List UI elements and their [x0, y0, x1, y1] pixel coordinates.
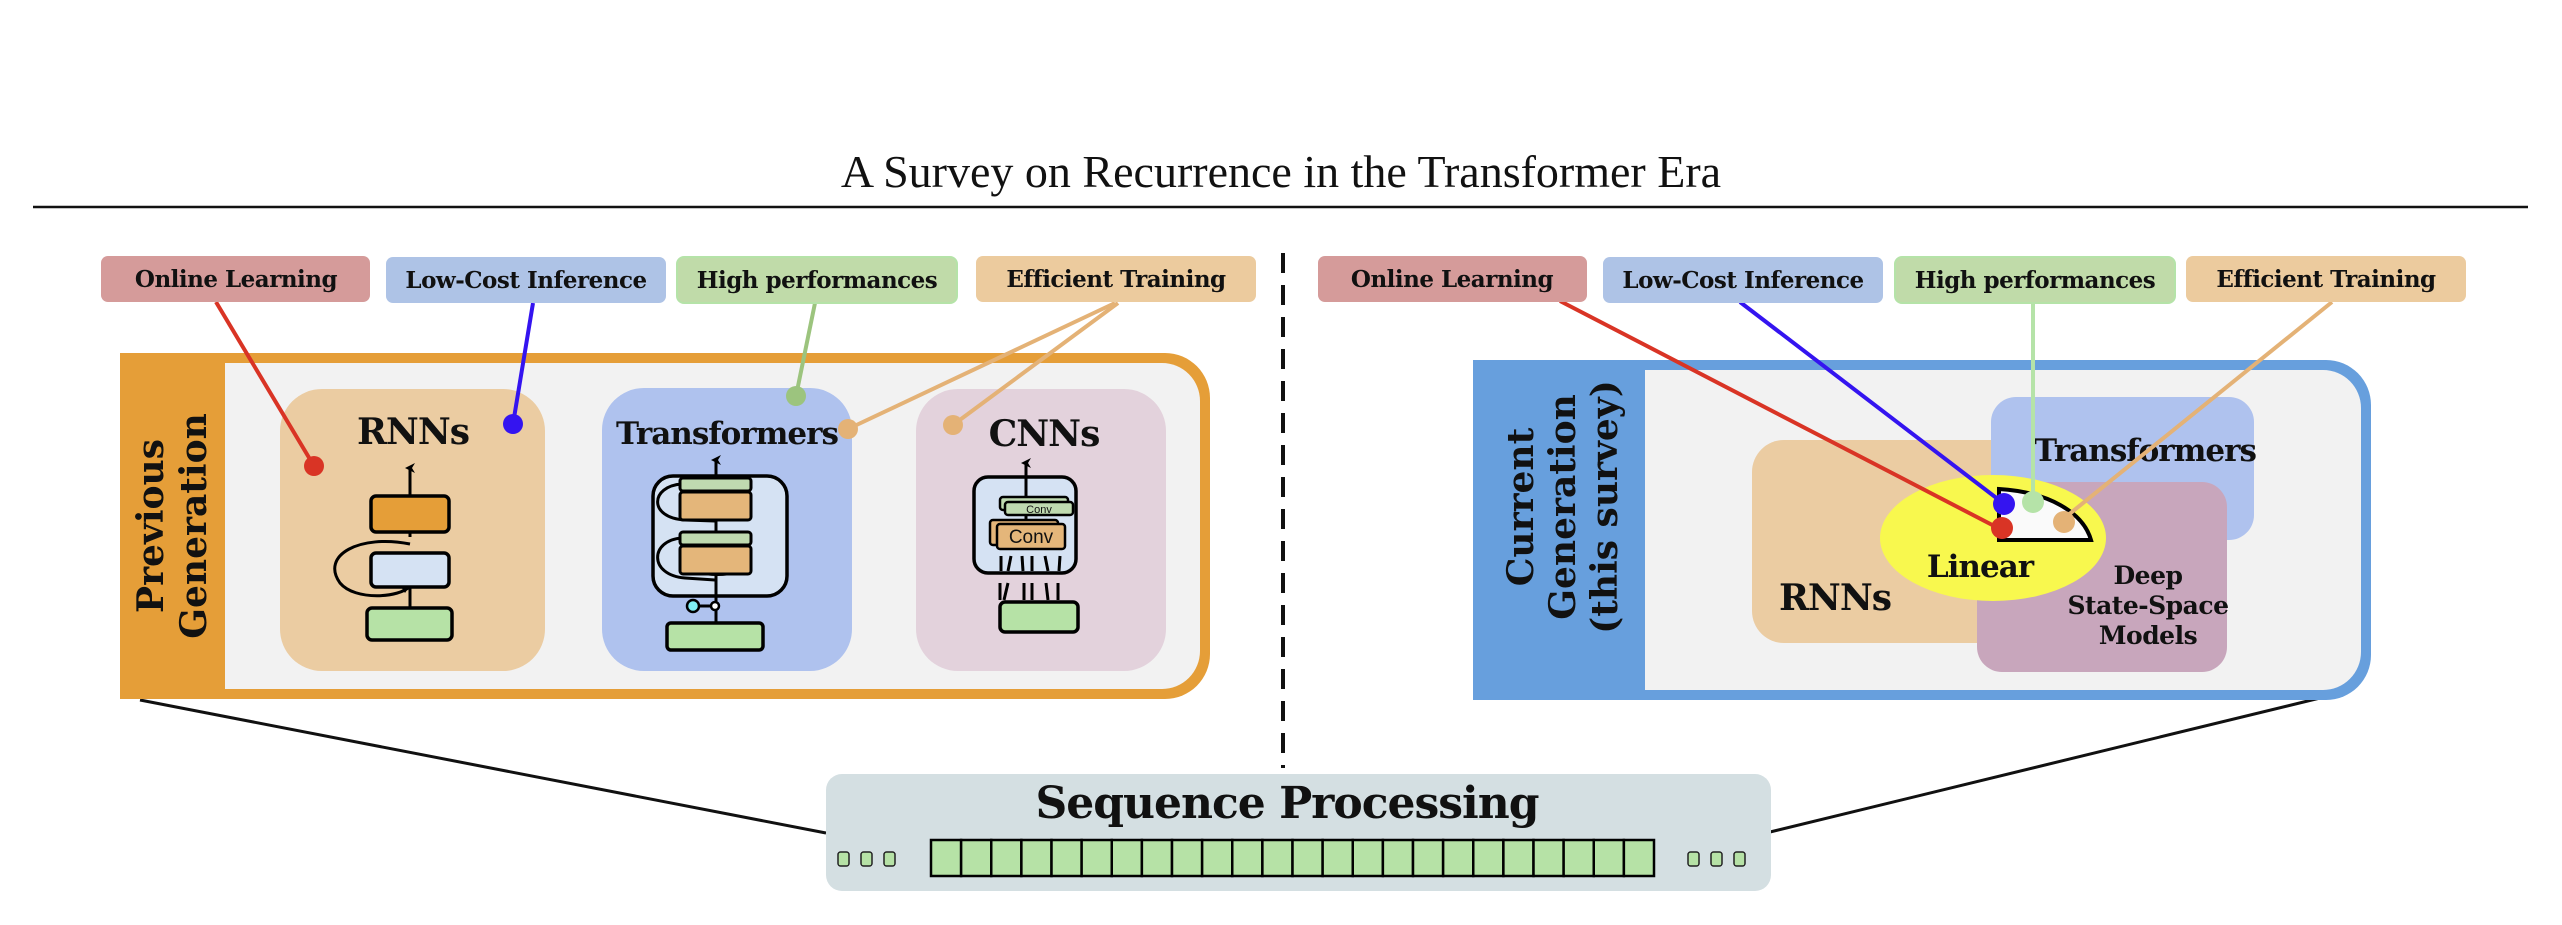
cnn-architecture-icon: Conv Conv — [972, 458, 1080, 634]
ssm-label-line3: Models — [2099, 621, 2198, 650]
tag-efficient-training-left[interactable]: Efficient Training — [976, 256, 1256, 302]
dot-training-right — [2053, 511, 2075, 533]
dot-training-cnns — [943, 415, 963, 435]
sequence-token — [1170, 838, 1204, 878]
ellipsis-dot — [860, 851, 873, 867]
tag-high-performances-left[interactable]: High performances — [676, 256, 958, 304]
connector-training-to-transformers — [847, 301, 1116, 431]
dot-inference-right — [1993, 493, 2015, 515]
model-box-cnns[interactable]: CNNs Conv Conv — [916, 389, 1166, 671]
sequence-token — [1381, 838, 1415, 878]
conv-small-label: Conv — [1026, 504, 1052, 516]
dot-online-learning-left — [304, 456, 324, 476]
connector-online-learning-right — [1559, 299, 2001, 531]
sequence-token — [1261, 838, 1294, 878]
tag-high-performances-right[interactable]: High performances — [1894, 256, 2176, 304]
current-generation-panel: Current Generation (this survey) Transfo… — [1318, 256, 2466, 700]
funnel-line-left — [139, 698, 827, 835]
model-box-transformers[interactable]: Transformers — [602, 388, 852, 671]
sequence-token — [1532, 838, 1565, 878]
sequence-token — [1050, 838, 1083, 878]
sequence-token — [1472, 838, 1505, 878]
sequence-token — [1351, 838, 1385, 878]
ellipsis-dot — [1687, 851, 1700, 867]
dot-performance-right — [2022, 491, 2044, 513]
svg-text:Low-Cost Inference: Low-Cost Inference — [1622, 267, 1863, 294]
sequence-token — [1411, 838, 1445, 878]
model-box-rnns[interactable]: RNNs — [280, 389, 545, 671]
svg-text:Efficient Training: Efficient Training — [1006, 266, 1226, 293]
rnn-architecture-icon — [333, 463, 454, 642]
sequence-token — [1622, 838, 1656, 878]
current-label-line3: (this survey) — [1584, 380, 1626, 634]
previous-label-bar — [120, 353, 220, 699]
sequence-token — [1020, 838, 1053, 878]
figure-title: A Survey on Recurrence in the Transforme… — [841, 146, 1721, 197]
ellipsis-right — [1687, 851, 1746, 867]
tag-low-cost-inference-right[interactable]: Low-Cost Inference — [1603, 257, 1883, 303]
dot-inference-left — [503, 414, 523, 434]
sequence-token — [1200, 838, 1234, 878]
current-label-bar — [1473, 360, 1645, 700]
connector-performance-left — [794, 302, 817, 397]
linear-label: Linear — [1927, 549, 2035, 585]
tag-low-cost-inference-left[interactable]: Low-Cost Inference — [386, 257, 666, 303]
ellipsis-dot — [1710, 851, 1723, 867]
connector-inference-right — [1738, 300, 2005, 505]
sequence-token — [1592, 838, 1626, 878]
dot-online-learning-right — [1991, 517, 2013, 539]
svg-text:High performances: High performances — [697, 267, 938, 294]
token-row — [929, 838, 1656, 878]
sequence-token — [990, 838, 1023, 878]
connector-training-right — [2060, 300, 2334, 522]
funnel-line-right — [1769, 696, 2321, 834]
sequence-token — [1110, 838, 1144, 878]
sequence-token — [1231, 838, 1264, 878]
previous-label-line1: Previous — [130, 439, 172, 613]
sequence-token — [1562, 838, 1595, 878]
sequence-processing-panel: Sequence Processing — [826, 774, 1771, 891]
dot-training-transformers — [838, 419, 858, 439]
transformers-label: Transformers — [616, 416, 838, 452]
connector-online-learning-left — [214, 300, 316, 468]
current-rnns-label: RNNs — [1779, 577, 1891, 619]
tag-online-learning-left[interactable]: Online Learning — [101, 256, 370, 302]
sequence-token — [1140, 838, 1174, 878]
cnns-label: CNNs — [989, 413, 1100, 455]
transformer-architecture-icon — [651, 455, 789, 652]
ellipsis-dot — [1733, 851, 1746, 867]
sequence-token — [959, 838, 993, 878]
previous-label-line2: Generation — [173, 413, 215, 639]
ellipsis-dot — [883, 851, 896, 867]
svg-text:Online Learning: Online Learning — [135, 266, 338, 293]
dot-performance-left — [786, 386, 806, 406]
sequence-token — [1321, 838, 1354, 878]
svg-text:High performances: High performances — [1915, 267, 2156, 294]
svg-text:Efficient Training: Efficient Training — [2216, 266, 2436, 293]
sequence-token — [929, 838, 963, 878]
ellipsis-dot — [837, 851, 850, 867]
sequence-token — [1502, 838, 1535, 878]
tag-online-learning-right[interactable]: Online Learning — [1318, 256, 1587, 302]
current-label-line2: Generation — [1542, 394, 1584, 620]
rnns-label: RNNs — [357, 411, 469, 453]
sequence-token — [1291, 838, 1324, 878]
sequence-title: Sequence Processing — [1035, 778, 1538, 829]
ellipsis-left — [837, 851, 896, 867]
ssm-label-line2: State-Space — [2068, 591, 2229, 620]
connector-training-to-cnns — [951, 301, 1120, 427]
ssm-label-line1: Deep — [2114, 561, 2183, 590]
sequence-token — [1080, 838, 1113, 878]
previous-generation-panel: Previous Generation RNNs Transformers — [101, 256, 1256, 699]
conv-large-label: Conv — [1009, 527, 1054, 548]
current-label-line1: Current — [1500, 427, 1542, 586]
sequence-token — [1441, 838, 1475, 878]
tag-efficient-training-right[interactable]: Efficient Training — [2186, 256, 2466, 302]
svg-text:Online Learning: Online Learning — [1351, 266, 1554, 293]
svg-text:Low-Cost Inference: Low-Cost Inference — [405, 267, 646, 294]
connector-inference-left — [511, 302, 535, 425]
